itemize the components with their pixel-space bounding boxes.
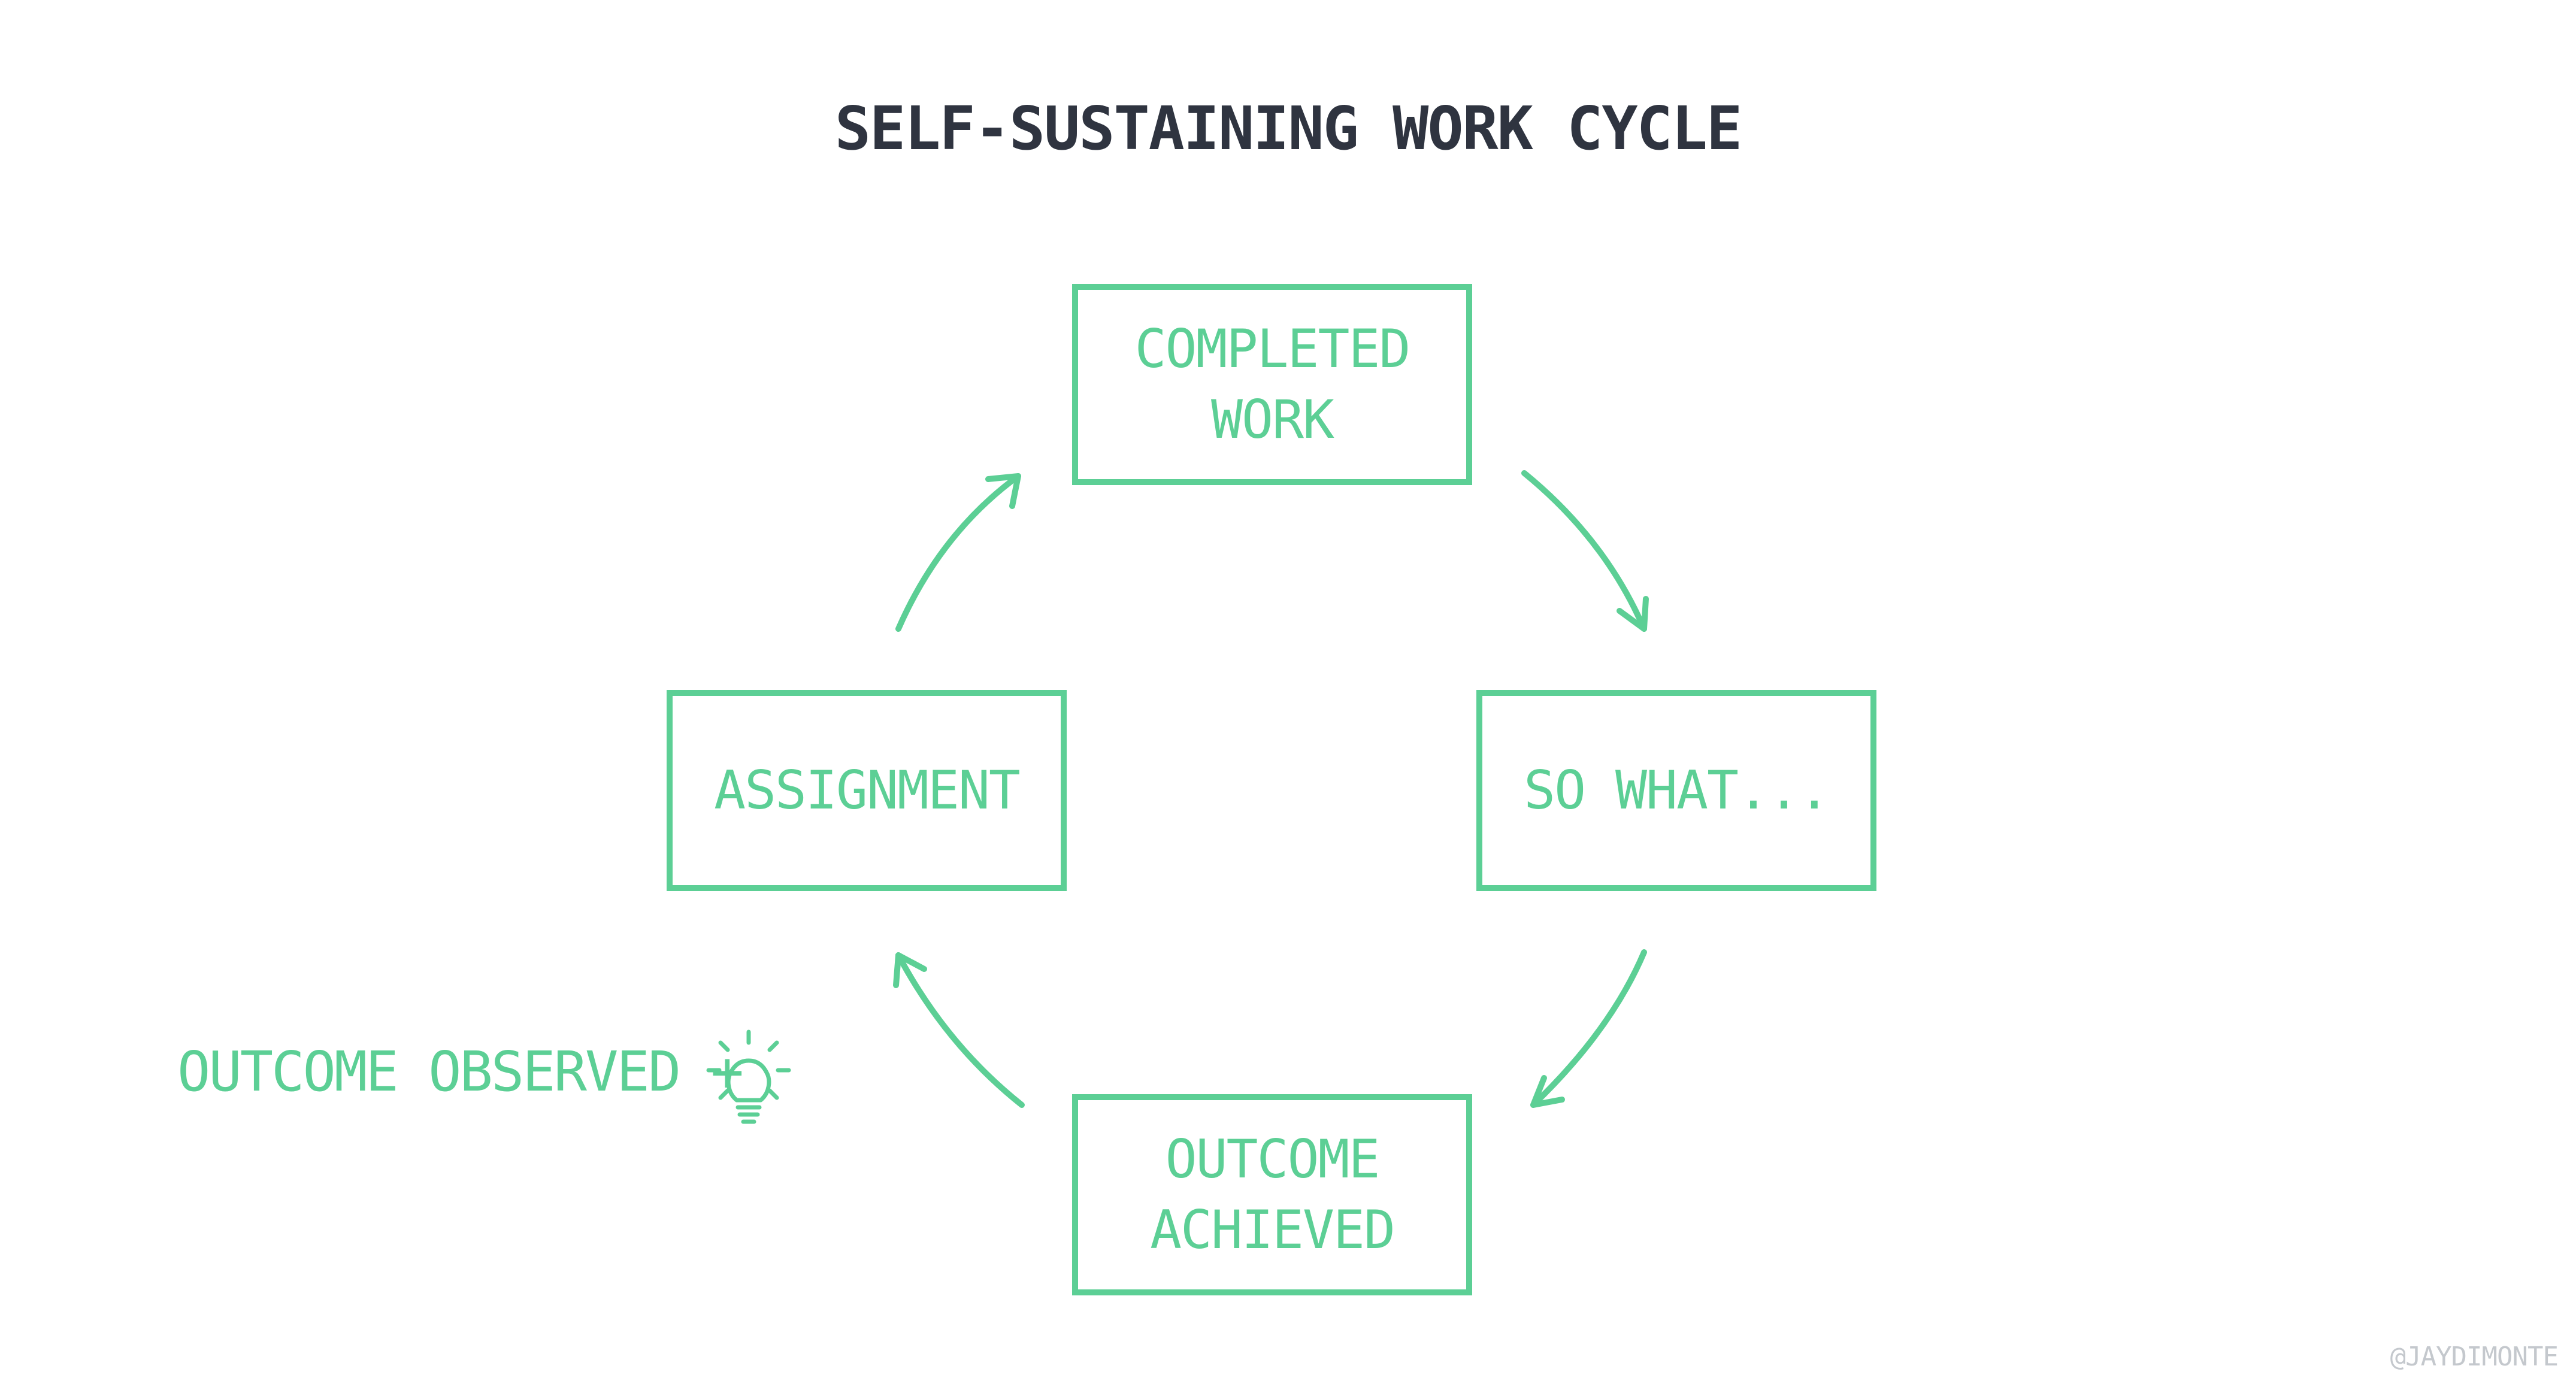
arrow-assignment-to-completed	[895, 473, 1021, 632]
node-assignment: ASSIGNMENT	[667, 690, 1067, 891]
arrow-completed-to-sowhat	[1521, 470, 1649, 632]
node-so-what-label: SO WHAT...	[1524, 759, 1830, 821]
arrow-outcome-to-assignment	[893, 952, 1025, 1108]
node-assignment-label: ASSIGNMENT	[714, 759, 1021, 821]
outcome-observed-note: OUTCOME OBSERVED +	[177, 1040, 744, 1104]
node-completed-work: COMPLETED WORK	[1072, 284, 1472, 485]
diagram-title: SELF-SUSTAINING WORK CYCLE	[834, 93, 1742, 163]
arrow-sowhat-to-outcome	[1530, 949, 1647, 1108]
node-outcome-achieved: OUTCOME ACHIEVED	[1072, 1094, 1472, 1295]
node-so-what: SO WHAT...	[1476, 690, 1876, 891]
lightbulb-icon	[706, 1029, 791, 1124]
node-outcome-achieved-label: OUTCOME ACHIEVED	[1150, 1128, 1396, 1261]
author-credit: @JAYDIMONTE	[2390, 1342, 2559, 1372]
node-completed-work-label: COMPLETED WORK	[1134, 318, 1411, 450]
